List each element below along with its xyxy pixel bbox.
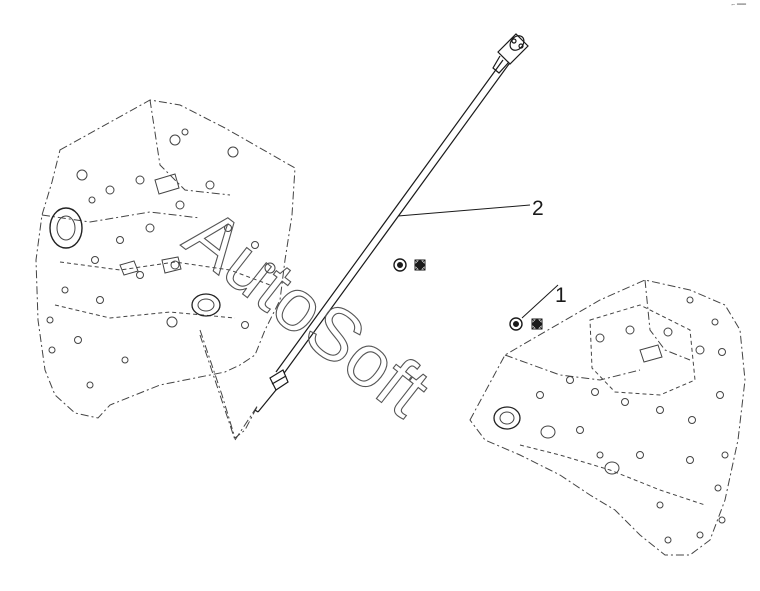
corner-mark: ⌐ ═══: [731, 2, 746, 8]
cross-box-icon: [531, 318, 543, 330]
right-engine-block: [469, 279, 746, 556]
callout-number-1: 1: [555, 284, 567, 307]
plug-washer-lower: [509, 317, 543, 331]
leader-lines: [397, 204, 559, 319]
left-engine-block: [35, 99, 296, 439]
callout-number-2: 2: [532, 197, 544, 220]
leader-line-2: [397, 204, 531, 217]
plug-washer-upper: [393, 258, 426, 272]
cross-box-icon: [414, 259, 426, 271]
watermark-text: AutoSoft: [170, 192, 445, 432]
dipstick-tube: [254, 33, 529, 413]
leader-line-1: [521, 284, 559, 319]
washer-icon: [393, 258, 407, 272]
washer-icon: [509, 317, 523, 331]
extension-lines: [199, 334, 259, 441]
